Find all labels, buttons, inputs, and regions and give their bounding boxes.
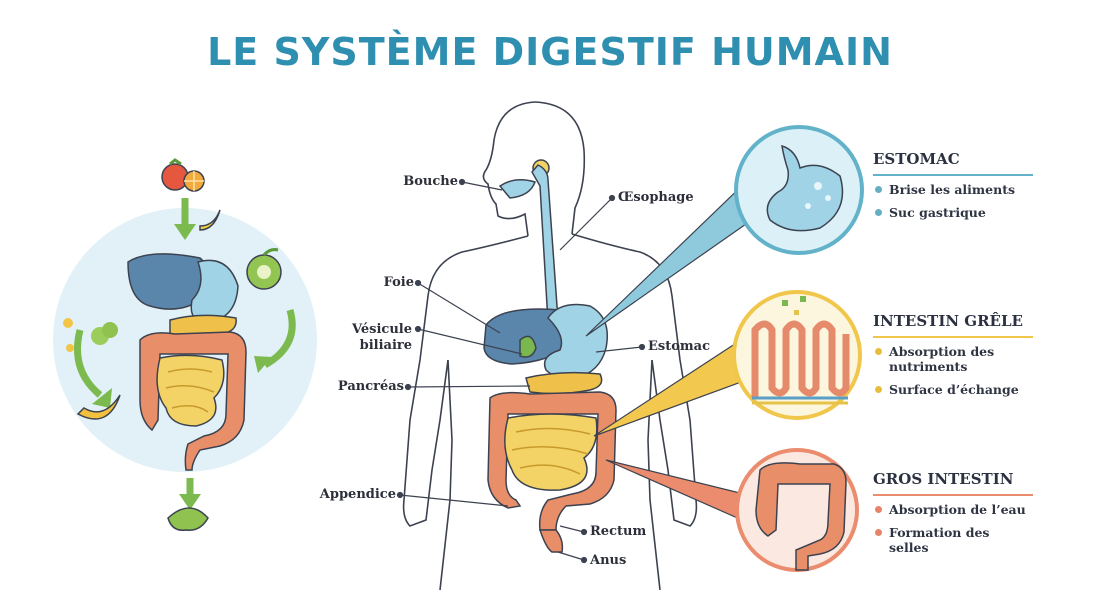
bullet-icon xyxy=(875,529,882,536)
digestion-cycle-illustration xyxy=(53,158,317,531)
arrow-right-curve xyxy=(263,309,296,369)
panel-gros-intestin-title: GROS INTESTIN xyxy=(873,470,1033,496)
bullet-icon xyxy=(875,506,882,513)
broccoli-icon xyxy=(63,318,118,352)
panel-estomac-item: Brise les aliments xyxy=(873,182,1033,197)
label-bouche: Bouche xyxy=(403,174,458,189)
label-rectum: Rectum xyxy=(590,524,647,539)
panel-estomac-item: Suc gastrique xyxy=(873,205,1033,220)
orange-icon xyxy=(183,170,205,192)
label-estomac: Estomac xyxy=(648,339,710,354)
panel-estomac-title: ESTOMAC xyxy=(873,150,1033,176)
banana-icon xyxy=(199,209,221,231)
apple-icon xyxy=(246,248,282,290)
bullet-icon xyxy=(875,386,882,393)
panel-gros-intestin-item: Absorption de l’eau xyxy=(873,502,1033,517)
panel-gros-intestin: GROS INTESTIN Absorption de l’eau Format… xyxy=(873,470,1033,563)
bullet-icon xyxy=(875,186,882,193)
leader-lines xyxy=(396,178,646,564)
panel-gros-intestin-item: Formation des selles xyxy=(873,525,1033,555)
panel-intestin-grele-item: Surface d’échange xyxy=(873,382,1033,397)
pancreas xyxy=(525,371,603,395)
gallbladder xyxy=(519,335,537,358)
arrow-left-curve xyxy=(74,329,103,398)
callout-beam-gros xyxy=(605,459,745,521)
large-intestine xyxy=(487,391,617,531)
label-pancreas: Pancréas xyxy=(337,379,404,394)
label-foie: Foie xyxy=(383,275,414,290)
panel-estomac: ESTOMAC Brise les aliments Suc gastrique xyxy=(873,150,1033,228)
tomato-icon xyxy=(161,158,189,191)
panel-intestin-grele-item: Absorption des nutriments xyxy=(873,344,1019,374)
mini-organs xyxy=(127,253,247,471)
waste-icon xyxy=(167,507,209,531)
label-appendice: Appendice xyxy=(319,487,396,502)
panel-intestin-grele-title: INTESTIN GRÊLE xyxy=(873,312,1033,338)
label-vesicule-biliaire: Vésicule biliaire xyxy=(352,322,412,353)
panel-intestin-grele: INTESTIN GRÊLE Absorption des nutriments… xyxy=(873,312,1033,405)
zoom-circle-gros-intestin xyxy=(735,448,859,572)
body-organs xyxy=(483,159,617,553)
bullet-icon xyxy=(875,348,882,355)
label-oesophage: Œsophage xyxy=(618,190,694,205)
label-anus: Anus xyxy=(590,553,627,568)
zoom-circle-estomac xyxy=(734,125,864,255)
page-title: LE SYSTÈME DIGESTIF HUMAIN xyxy=(207,30,893,74)
zoom-circle-intestin-grele xyxy=(732,290,862,420)
bullet-icon xyxy=(875,209,882,216)
